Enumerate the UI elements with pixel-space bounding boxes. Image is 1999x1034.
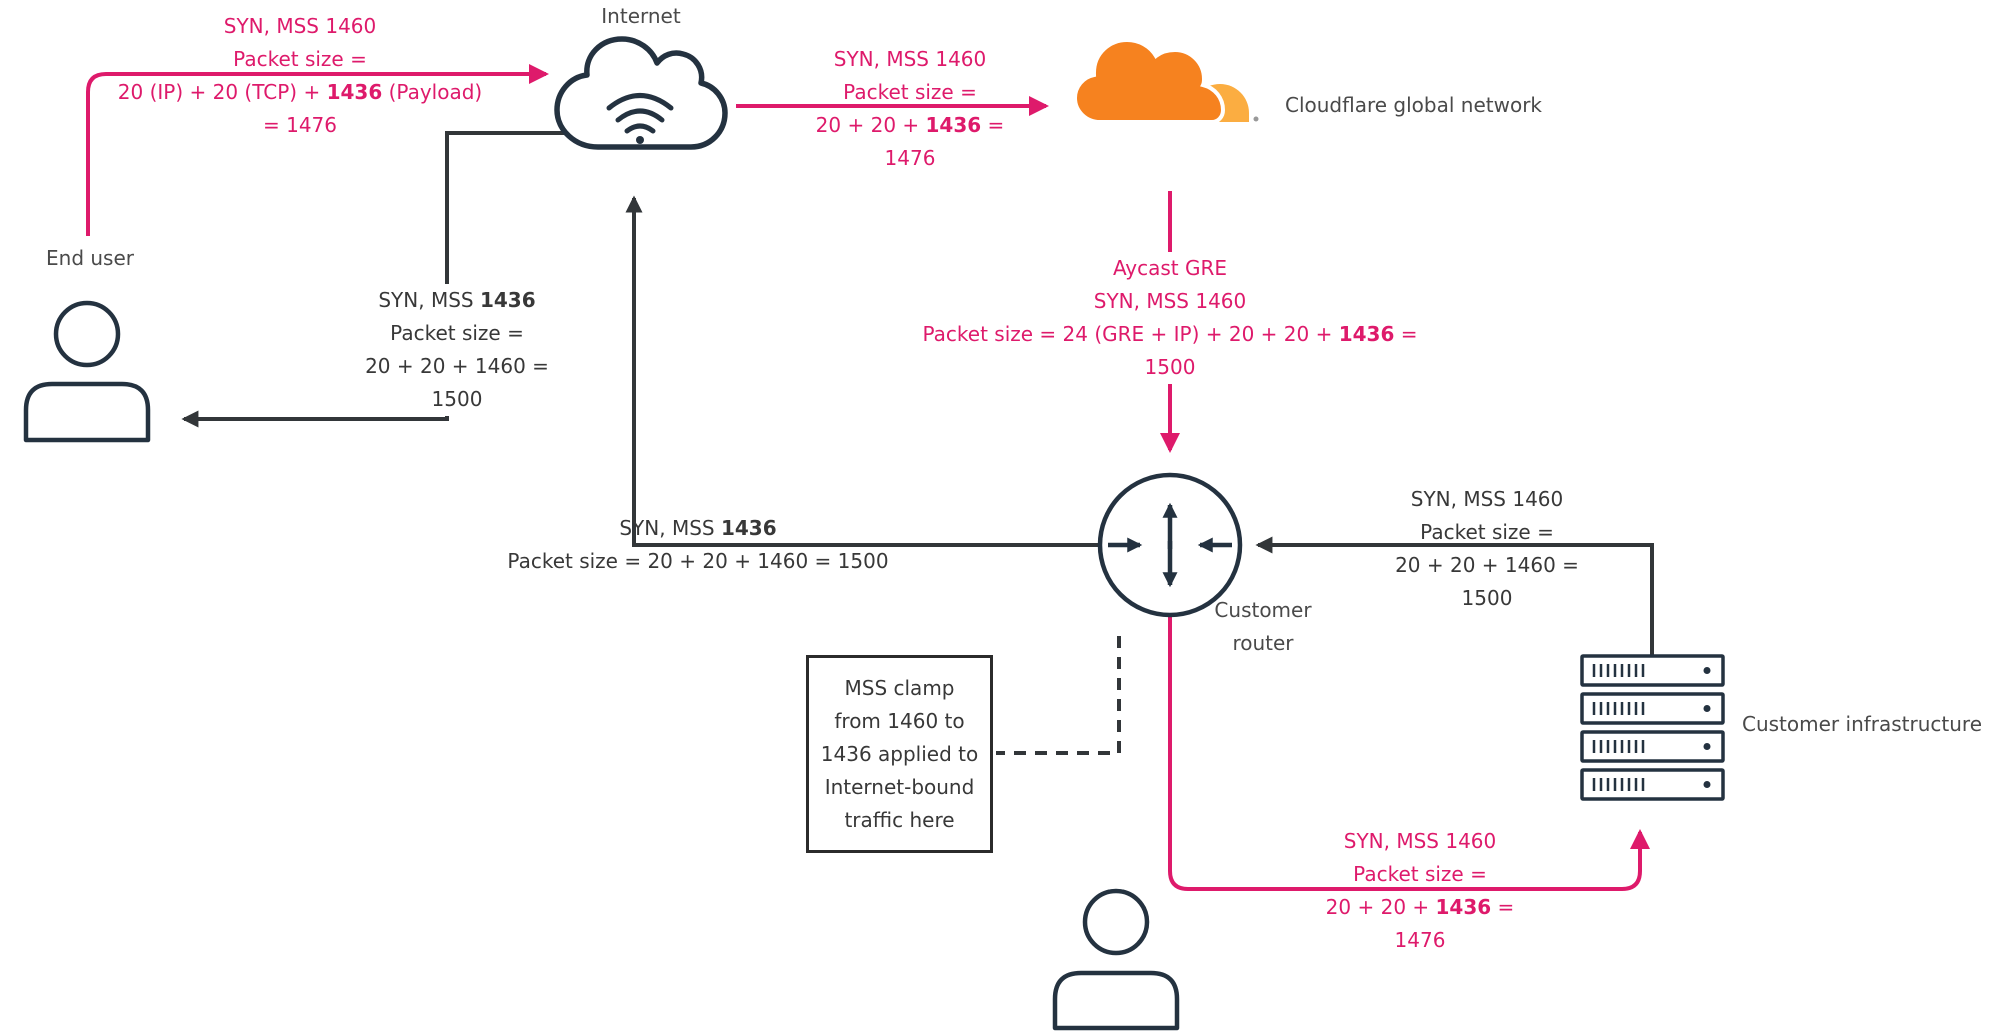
internet-cloud-icon: [554, 36, 728, 150]
mss-clamp-pointer-line: [996, 636, 1121, 755]
server-row: [1580, 768, 1725, 801]
end-user-label: End user: [46, 246, 134, 270]
flow-arrow-user-to-internet: [86, 64, 549, 236]
wifi-arc-large: [606, 93, 674, 111]
trademark-dot: [1253, 116, 1259, 122]
customer-infrastructure-label: Customer infrastructure: [1742, 712, 1983, 736]
wifi-arc-medium: [615, 108, 665, 123]
customer-router-label: Customer router: [1214, 598, 1312, 655]
wifi-arc-small: [624, 123, 656, 134]
flow-arrow-internet-to-user: [181, 131, 568, 428]
flow-arrow-router-to-infrastructure: [1168, 617, 1650, 891]
customer-router-icon: [1097, 472, 1243, 618]
server-row: [1580, 730, 1725, 763]
flow-arrow-router-to-internet: [625, 195, 1100, 547]
server-row: [1580, 692, 1725, 725]
cloudflare-label: Cloudflare global network: [1285, 93, 1543, 117]
wifi-dot: [636, 136, 644, 144]
flow-arrow-infrastructure-to-router: [1255, 536, 1654, 657]
cloudflare-logo-icon: [1072, 37, 1259, 124]
bottom-user-icon: [1052, 888, 1180, 1031]
internet-label: Internet: [601, 4, 681, 28]
server-row: [1580, 654, 1725, 687]
end-user-icon: [23, 300, 151, 443]
server-stack-icon: [1580, 654, 1725, 801]
